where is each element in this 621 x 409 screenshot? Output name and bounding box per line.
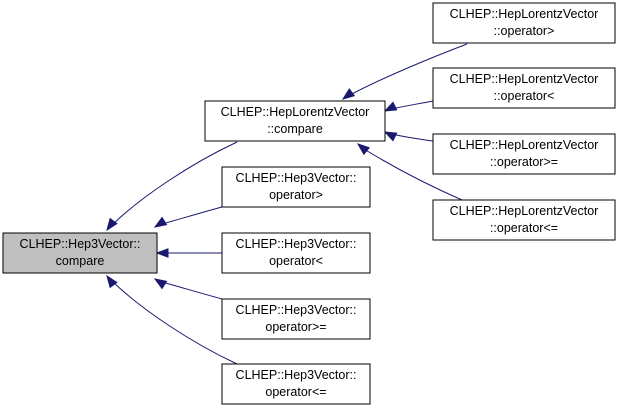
node-label-line1: CLHEP::Hep3Vector:: [236, 368, 357, 382]
node-label-line2: operator> [269, 188, 323, 202]
edge-line [349, 43, 468, 96]
node-label-line1: CLHEP::Hep3Vector:: [236, 237, 357, 251]
node-label-line2: ::operator>= [490, 155, 558, 169]
edge-arrowhead [153, 216, 168, 228]
node-heplorentzvector-operator-le[interactable]: CLHEP::HepLorentzVector ::operator<= [432, 199, 616, 241]
node-label-line1: CLHEP::HepLorentzVector [450, 138, 599, 152]
node-box [221, 363, 371, 405]
node-label-line2: compare [56, 254, 105, 268]
node-box [432, 133, 616, 175]
node-box [221, 232, 371, 274]
edge-line [111, 280, 238, 365]
node-box [204, 100, 386, 142]
node-box [2, 232, 158, 274]
node-heplorentzvector-operator-ge[interactable]: CLHEP::HepLorentzVector ::operator>= [432, 133, 616, 175]
node-label-line2: ::compare [267, 122, 323, 136]
node-label-line2: ::operator<= [490, 221, 558, 235]
node-label-line2: operator<= [265, 385, 326, 399]
node-box [432, 199, 616, 241]
node-label-line1: CLHEP::HepLorentzVector [450, 204, 599, 218]
edge-arrowhead [106, 274, 118, 289]
edge-lGe-to-lorentzCompare [383, 131, 434, 142]
edge-line [111, 141, 238, 226]
node-box [221, 166, 371, 208]
node-label-line2: operator< [269, 254, 323, 268]
node-box [221, 298, 371, 340]
node-hep3vector-operator-lt[interactable]: CLHEP::Hep3Vector:: operator< [221, 232, 371, 274]
node-box [432, 2, 616, 44]
node-hep3vector-compare[interactable]: CLHEP::Hep3Vector:: compare [2, 232, 158, 274]
node-box [432, 67, 616, 109]
edge-line [391, 100, 434, 110]
node-label-line1: CLHEP::HepLorentzVector [450, 72, 599, 86]
edge-h3Gt-to-compare3 [153, 206, 223, 228]
edge-arrowhead [356, 143, 371, 156]
node-heplorentzvector-compare[interactable]: CLHEP::HepLorentzVector ::compare [204, 100, 386, 142]
edge-lLt-to-lorentzCompare [383, 100, 434, 112]
edge-line [161, 206, 223, 225]
node-heplorentzvector-operator-lt[interactable]: CLHEP::HepLorentzVector ::operator< [432, 67, 616, 109]
node-label-line2: ::operator< [494, 89, 555, 103]
node-hep3vector-operator-ge[interactable]: CLHEP::Hep3Vector:: operator>= [221, 298, 371, 340]
edge-line [161, 281, 223, 300]
edge-arrowhead [341, 88, 356, 100]
node-hep3vector-operator-le[interactable]: CLHEP::Hep3Vector:: operator<= [221, 363, 371, 405]
node-hep3vector-operator-gt[interactable]: CLHEP::Hep3Vector:: operator> [221, 166, 371, 208]
node-label-line1: CLHEP::HepLorentzVector [450, 7, 599, 21]
edge-arrowhead [383, 101, 398, 112]
edge-arrowhead [383, 131, 398, 142]
edge-lLe-to-lorentzCompare [356, 143, 463, 201]
node-heplorentzvector-operator-gt[interactable]: CLHEP::HepLorentzVector ::operator> [432, 2, 616, 44]
edge-lGt-to-lorentzCompare [341, 43, 468, 100]
edge-h3Le-to-compare3 [106, 274, 238, 365]
node-label-line2: ::operator> [494, 24, 555, 38]
edge-line [363, 148, 463, 201]
edge-line [391, 133, 434, 142]
edges-layer [106, 43, 468, 365]
node-label-line1: CLHEP::Hep3Vector:: [236, 171, 357, 185]
node-label-line2: operator>= [265, 320, 326, 334]
edge-h3Lt-to-compare3 [155, 248, 222, 258]
node-label-line1: CLHEP::Hep3Vector:: [20, 237, 141, 251]
edge-arrowhead [153, 278, 168, 290]
edge-lorentzCompare-to-compare3 [106, 141, 238, 232]
node-label-line1: CLHEP::HepLorentzVector [221, 105, 370, 119]
node-label-line1: CLHEP::Hep3Vector:: [236, 303, 357, 317]
edge-h3Ge-to-compare3 [153, 278, 223, 300]
edge-arrowhead [106, 217, 118, 232]
nodes-layer: CLHEP::Hep3Vector:: compare CLHEP::HepLo… [2, 2, 616, 405]
edge-arrowhead [155, 248, 169, 258]
